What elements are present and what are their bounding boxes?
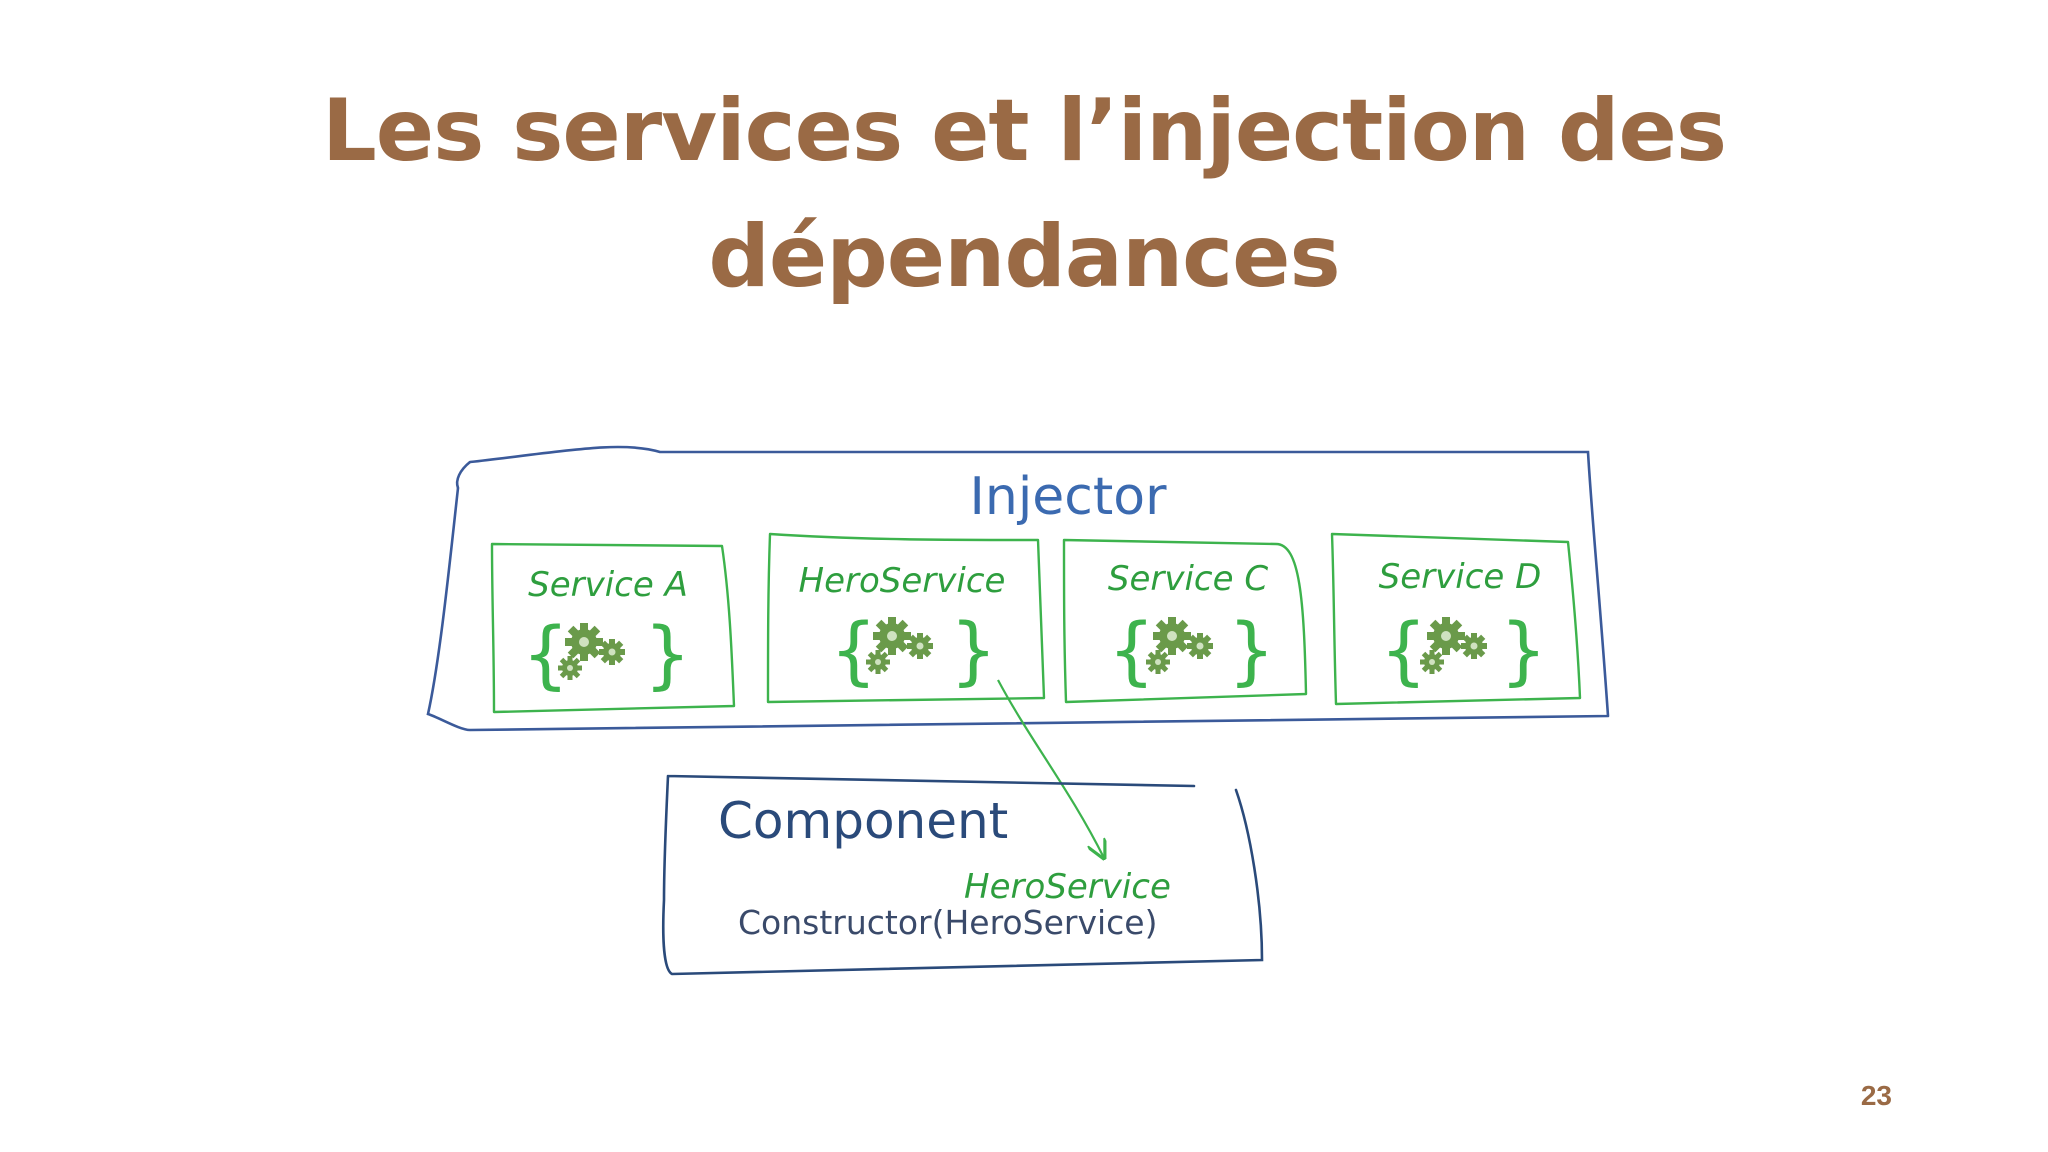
slide-title-line-2: dépendances bbox=[708, 207, 1340, 307]
close-brace: } bbox=[1500, 608, 1547, 694]
gears-icon bbox=[1420, 617, 1487, 674]
service-label: Service D bbox=[1379, 557, 1542, 597]
service-label: Service A bbox=[528, 565, 688, 605]
component-injected-label: HeroService bbox=[964, 867, 1171, 907]
injection-arrow bbox=[997, 679, 1104, 858]
service-box-c: Service C { } bbox=[1062, 538, 1308, 704]
service-label: HeroService bbox=[799, 561, 1006, 601]
gears-icon bbox=[1146, 617, 1213, 674]
component-label: Component bbox=[718, 792, 1008, 850]
component-box bbox=[661, 774, 1264, 976]
open-brace: { bbox=[1108, 608, 1155, 694]
page-number: 23 bbox=[1860, 1080, 1892, 1111]
slide-title: Les services et l’injection des dépendan… bbox=[0, 68, 2048, 320]
slide-title-line-1: Les services et l’injection des bbox=[321, 81, 1727, 181]
service-box-d: Service D { } bbox=[1330, 532, 1582, 706]
injector-label: Injector bbox=[970, 467, 1168, 527]
close-brace: } bbox=[644, 612, 691, 698]
service-box-a: Service A { } bbox=[490, 542, 736, 714]
open-brace: { bbox=[522, 612, 569, 698]
injector-box bbox=[426, 445, 1610, 732]
close-brace: } bbox=[950, 608, 997, 694]
open-brace: { bbox=[1380, 608, 1427, 694]
close-brace: } bbox=[1228, 608, 1275, 694]
service-box-heroservice: HeroService { } bbox=[766, 532, 1046, 704]
service-label: Service C bbox=[1108, 559, 1268, 599]
open-brace: { bbox=[830, 608, 877, 694]
constructor-label: Constructor(HeroService) bbox=[738, 903, 1157, 942]
